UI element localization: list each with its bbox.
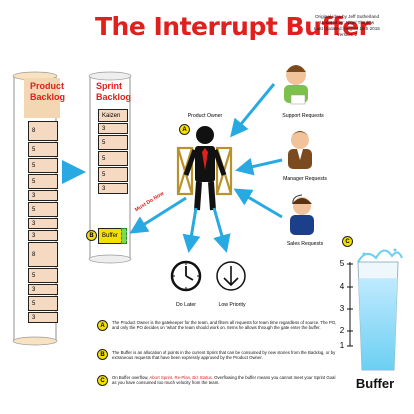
do-later-arrow [182,207,201,253]
sales-arrow [233,188,283,219]
product-backlog-item: 5 [28,142,58,157]
sprint-backlog-item: 3 [98,123,128,134]
product-owner-label: Product Owner [187,113,223,119]
note-c: On Buffer overflow, Abort Sprint, Re-Pla… [112,375,337,386]
clock-icon [170,260,202,292]
buffer-scale [347,262,353,347]
gauge-tick-label: 3 [339,304,345,313]
gauge-tick-label: 4 [339,282,345,291]
credit-line: Updated by: Nigel Thurlow [319,20,375,25]
marker-a: A [179,124,190,135]
note-c-highlight: Abort Sprint, Re-Plan, Biz Status. [149,375,213,380]
sprint-backlog-item: 5 [98,151,128,166]
product-backlog-item: 8 [28,121,58,141]
credit-line: Last Updated: August 16th 2015 [314,26,380,31]
marker-c: C [342,236,353,247]
note-c-suffix: Overflowing the buffer means you cannot … [112,375,336,386]
note-c-prefix: On Buffer overflow, [112,375,150,380]
low-priority-arrow [212,207,231,253]
support-person-icon [284,65,308,105]
sprint-backlog-item: 5 [98,135,128,150]
product-backlog-item: 3 [28,218,58,229]
sprint-backlog-heading: Sprint Backlog [96,81,131,103]
must-do-now-arrow [129,196,187,234]
sales-requests-label: Sales Requests [286,241,324,247]
buffer-fill-indicator [121,228,127,244]
product-backlog-item: 8 [28,242,58,267]
product-backlog-item: 5 [28,174,58,189]
product-backlog-item: 3 [28,190,58,201]
gauge-tick-label: 5 [339,259,345,268]
sprint-backlog-heading-line: Sprint [96,81,122,91]
manager-requests-label: Manager Requests [283,176,327,182]
credits: Original idea by Jeff Sutherland Updated… [292,14,402,38]
note-b: The Buffer is an allocation of points in… [112,350,336,361]
buffer-glass-icon [357,248,403,371]
product-backlog-heading-line: Product [30,81,65,91]
sprint-backlog-heading-line: Backlog [96,92,132,102]
support-arrow [230,83,276,138]
note-c-marker: C [97,375,108,386]
product-backlog-item: 3 [28,284,58,295]
manager-arrow [235,157,283,176]
product-backlog-item: 3 [28,230,58,241]
manager-person-icon [288,131,312,169]
credit-line: Original idea by Jeff Sutherland [314,14,379,19]
note-b-marker: B [97,349,108,360]
support-requests-label: Support Requests [282,113,324,119]
low-priority-label: Low Priority [218,302,246,308]
low-priority-icon [216,261,246,291]
product-backlog-item: 3 [28,312,58,323]
buffer-gauge-label: Buffer [355,376,395,391]
buffer-cell: Buffer [98,228,124,244]
gauge-tick-label: 2 [339,326,345,335]
product-backlog-item: 5 [28,202,58,217]
product-backlog-item: 5 [28,296,58,311]
product-backlog-item: 5 [28,158,58,173]
product-backlog-heading: Product Backlog [30,81,65,103]
sprint-backlog-item: 3 [98,183,128,194]
sprint-backlog-item: Kaizen [98,109,128,122]
note-a: The Product Owner is the gatekeeper for … [112,320,337,331]
sprint-backlog-item: 5 [98,167,128,182]
sales-person-icon [290,194,314,235]
product-backlog-heading-line: Backlog [30,92,66,102]
do-later-label: Do Later [176,302,196,308]
credit-line: Version: 2 [336,32,358,37]
note-a-marker: A [97,320,108,331]
product-backlog-item: 5 [28,268,58,283]
marker-b: B [86,230,97,241]
product-owner-icon [183,126,227,211]
gauge-tick-label: 1 [339,341,345,350]
